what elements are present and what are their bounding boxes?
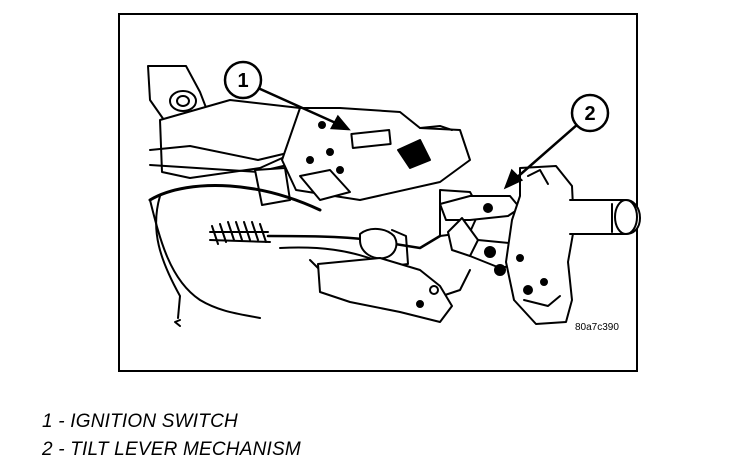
steering-column-assembly bbox=[147, 65, 641, 327]
callout-1-number: 1 bbox=[237, 70, 248, 92]
leader-line-2 bbox=[503, 123, 579, 190]
legend-item-2: 2 - TILT LEVER MECHANISM bbox=[42, 439, 301, 460]
tilt-spring bbox=[209, 221, 271, 245]
callout-2: 2 bbox=[570, 93, 610, 133]
callout-2-number: 2 bbox=[584, 103, 595, 125]
leader-line-1 bbox=[257, 86, 351, 131]
callout-1: 1 bbox=[223, 60, 263, 100]
figure-code: 80a7c390 bbox=[575, 322, 619, 333]
legend-item-1: 1 - IGNITION SWITCH bbox=[42, 411, 238, 432]
